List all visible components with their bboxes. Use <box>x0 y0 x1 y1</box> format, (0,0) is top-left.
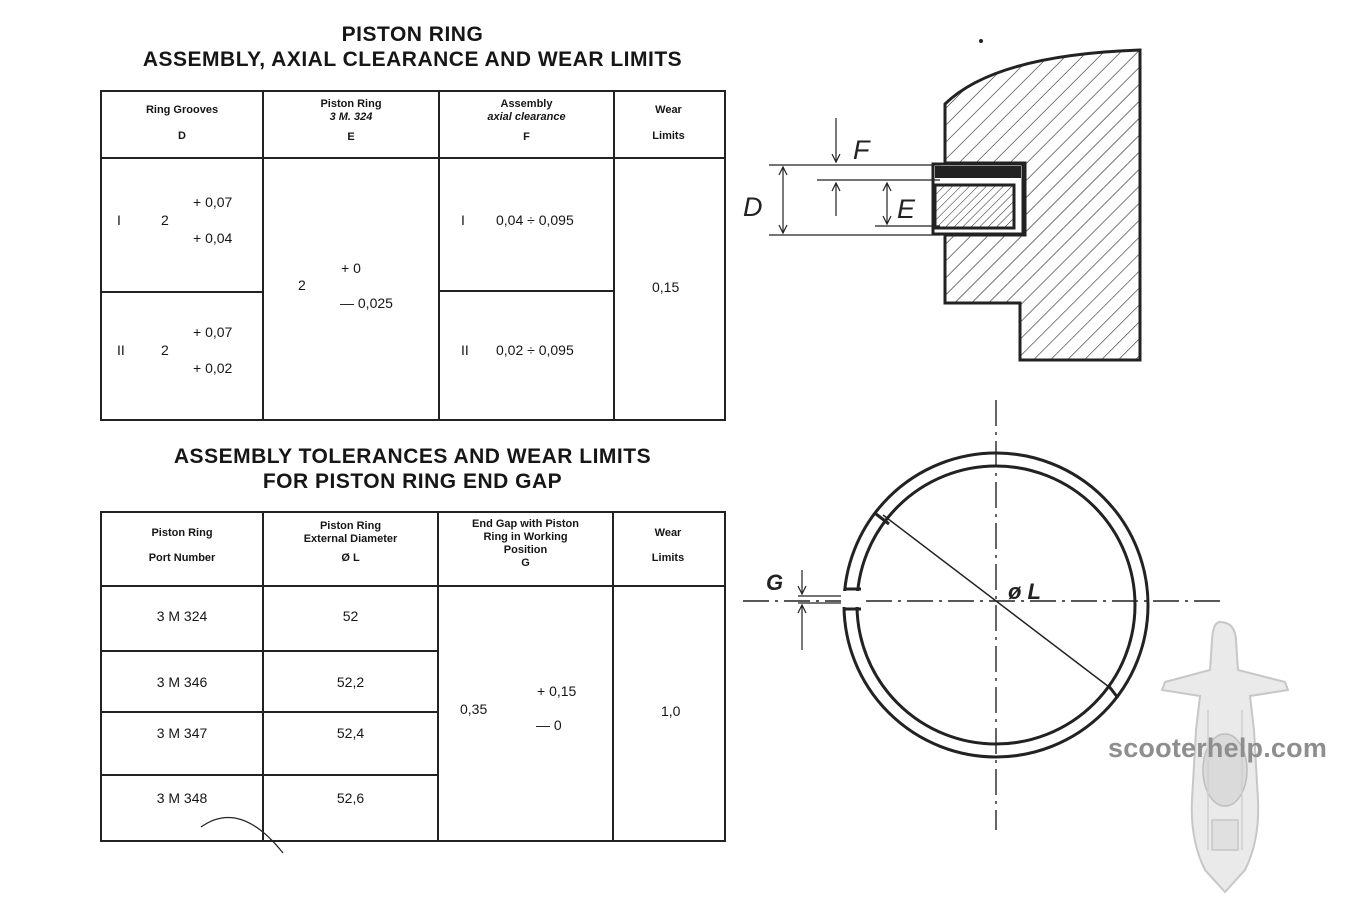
groove-label: I <box>117 212 121 228</box>
groove-tol-upper: + 0,07 <box>193 324 233 340</box>
groove-nominal: 2 <box>161 212 169 228</box>
table1-header-ring: Piston Ring 3 M. 324 E <box>264 98 438 144</box>
table2-row-rule <box>100 650 438 652</box>
table2-row-rule <box>100 774 438 776</box>
table-row-part: 3 M 346 <box>156 674 208 690</box>
header-text: Piston Ring <box>151 527 213 539</box>
label-e: E <box>897 194 916 224</box>
header-symbol: Ø L <box>341 552 360 564</box>
header-subtext: axial clearance <box>487 111 566 123</box>
table2-divider <box>437 511 439 840</box>
groove-outline <box>931 162 1025 236</box>
table-row-part: 3 M 324 <box>156 608 208 624</box>
table2-title-line1: ASSEMBLY TOLERANCES AND WEAR LIMITS <box>173 445 652 468</box>
label-g: G <box>766 570 783 595</box>
clearance-label: II <box>461 342 469 358</box>
header-text: Wear <box>654 527 682 539</box>
header-text: External Diameter <box>303 533 398 545</box>
clearance-label: I <box>461 212 465 228</box>
table1-header-rule <box>100 157 724 159</box>
scooter-watermark-icon <box>1160 620 1290 894</box>
header-symbol: G <box>521 557 530 569</box>
ring-tol-upper: + 0 <box>341 260 361 276</box>
table2-row-rule <box>100 711 438 713</box>
label-f: F <box>853 135 871 165</box>
table1-title-line1: PISTON RING <box>341 23 484 46</box>
table1-divider <box>262 90 264 419</box>
table2-header-gap: End Gap with Piston Ring in Working Posi… <box>439 518 612 570</box>
wear-limit-value: 0,15 <box>652 279 680 295</box>
label-l: ø L <box>1008 579 1041 604</box>
table-row-diameter: 52,4 <box>336 725 365 741</box>
groove-nominal: 2 <box>161 342 169 358</box>
ring-tol-lower: — 0,025 <box>340 295 393 311</box>
table2-header-diameter: Piston Ring External Diameter Ø L <box>264 520 437 565</box>
header-symbol: F <box>523 131 530 143</box>
pen-mark <box>200 816 284 854</box>
header-text: Port Number <box>148 552 216 564</box>
clearance-value: 0,02 ÷ 0,095 <box>496 342 574 358</box>
table-row-diameter: 52,2 <box>336 674 365 690</box>
groove-tol-lower: + 0,04 <box>193 230 233 246</box>
header-text: Limits <box>652 130 685 142</box>
ring-groove-diagram: F D E <box>743 39 1142 362</box>
header-text: Assembly <box>500 98 553 110</box>
table-row-diameter: 52 <box>342 608 359 624</box>
table-row-part: 3 M 348 <box>156 790 208 806</box>
piston-body <box>943 48 1142 362</box>
header-text: Limits <box>651 552 685 564</box>
ring-end-gap-diagram: G ø L <box>743 400 1223 830</box>
table2-title-line2: FOR PISTON RING END GAP <box>262 470 563 493</box>
header-text: Ring in Working <box>483 531 568 543</box>
clearance-value: 0,04 ÷ 0,095 <box>496 212 574 228</box>
table2-header-part: Piston Ring Port Number <box>102 527 262 565</box>
table1-title-line2: ASSEMBLY, AXIAL CLEARANCE AND WEAR LIMIT… <box>142 48 683 71</box>
header-subtext: 3 M. 324 <box>329 111 373 123</box>
table2-frame <box>100 511 726 842</box>
dot-mark <box>979 39 983 43</box>
diameter-line <box>882 514 1114 691</box>
header-text: Piston Ring <box>320 98 382 110</box>
table1-row-rule <box>438 290 614 292</box>
groove-tol-upper: + 0,07 <box>193 194 233 210</box>
table2-divider <box>262 511 264 840</box>
header-symbol: E <box>347 131 355 143</box>
table-row-diameter: 52,6 <box>336 790 365 806</box>
header-symbol: D <box>178 130 186 142</box>
header-text: Ring Grooves <box>145 104 219 116</box>
ring-gap <box>841 591 863 607</box>
end-gap-tol-lower: — 0 <box>536 717 562 733</box>
header-text: Piston Ring <box>319 520 382 532</box>
header-text: Position <box>503 544 548 556</box>
end-gap-tol-upper: + 0,15 <box>537 683 577 699</box>
table2-divider <box>612 511 614 840</box>
label-d: D <box>743 192 763 222</box>
groove-label: II <box>117 342 125 358</box>
table1-header-wear: Wear Limits <box>615 104 722 143</box>
end-gap-nominal: 0,35 <box>460 701 488 717</box>
table1-header-assembly: Assembly axial clearance F <box>440 98 613 144</box>
table2-header-wear: Wear Limits <box>614 527 722 565</box>
groove-top-gap <box>935 166 1021 178</box>
table-row-part: 3 M 347 <box>156 725 208 741</box>
header-text: Wear <box>655 104 682 116</box>
groove-tol-lower: + 0,02 <box>193 360 233 376</box>
table1-divider <box>613 90 615 419</box>
table1-row-rule <box>100 291 263 293</box>
end-gap-wear-value: 1,0 <box>661 703 681 719</box>
table2-header-rule <box>100 585 724 587</box>
ring-section <box>933 183 1016 230</box>
watermark-text: scooterhelp.com <box>1108 733 1328 763</box>
header-text: End Gap with Piston <box>472 518 579 530</box>
table1-header-grooves: Ring Grooves D <box>102 104 262 143</box>
ring-nominal: 2 <box>298 277 306 293</box>
table1-frame <box>100 90 726 421</box>
table1-divider <box>438 90 440 419</box>
